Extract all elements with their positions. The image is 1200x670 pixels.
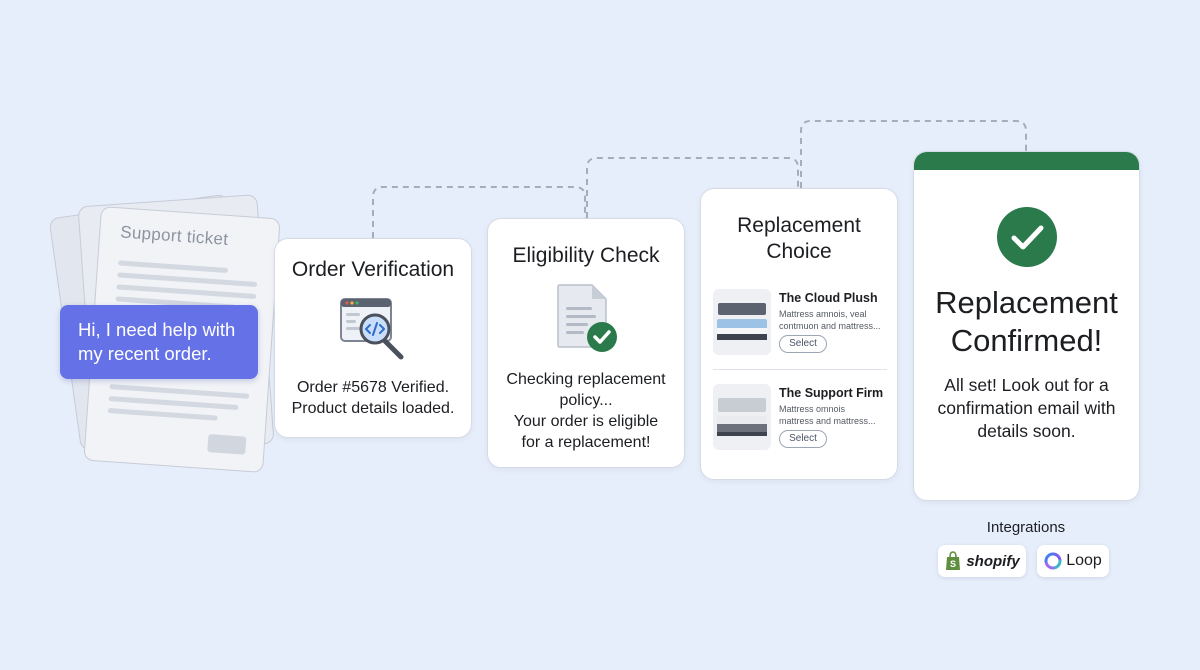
replacement-confirmed-card: Replacement Confirmed! All set! Look out… — [913, 151, 1140, 501]
order-status-line: Product details loaded. — [291, 400, 455, 417]
loop-logo: Loop — [1037, 545, 1109, 577]
loop-wordmark: Loop — [1066, 552, 1102, 569]
order-status-line: Order #5678 Verified. — [296, 379, 450, 396]
select-button[interactable]: Select — [779, 430, 827, 448]
product-description: Mattress amnois, veal — [779, 309, 867, 319]
confirmed-message-line: All set! Look out for a — [944, 375, 1109, 395]
shopify-bag-icon: S — [946, 551, 961, 570]
ticket-title: Support ticket — [119, 222, 229, 249]
eligibility-status-line: for a replacement! — [521, 434, 651, 451]
order-verification-card: Order Verification Order #5678 Verified.… — [274, 238, 472, 438]
eligibility-check-title: Eligibility Check — [512, 244, 660, 267]
product-name: The Cloud Plush — [779, 291, 878, 305]
product-name: The Support Firm — [779, 386, 884, 400]
ticket-line — [118, 260, 229, 274]
code-inspect-icon — [340, 298, 404, 360]
integrations-label: Integrations — [986, 519, 1066, 536]
product-description: mattress and mattress... — [779, 416, 876, 426]
eligibility-status-line: policy... — [559, 392, 613, 409]
ticket-line — [107, 408, 218, 421]
success-check-icon — [997, 207, 1057, 267]
customer-chat-bubble: Hi, I need help with my recent order. — [60, 305, 258, 379]
divider — [713, 369, 887, 370]
document-check-icon — [557, 284, 617, 352]
ticket-stamp — [207, 434, 247, 455]
mattress-image — [713, 289, 771, 355]
loop-icon — [1044, 552, 1062, 570]
select-button[interactable]: Select — [779, 335, 827, 353]
product-option: The Support Firm Mattress omnois mattres… — [713, 384, 887, 454]
eligibility-check-card: Eligibility Check Checking replacement p… — [487, 218, 685, 468]
order-verification-title: Order Verification — [291, 258, 455, 281]
svg-text:S: S — [950, 559, 956, 569]
replacement-choice-card: Replacement Choice The Cloud Plush Mattr… — [700, 188, 898, 480]
replacement-choice-title: Replacement — [737, 214, 861, 237]
success-header-band — [914, 152, 1139, 170]
shopify-logo: S shopify — [938, 545, 1026, 577]
product-option: The Cloud Plush Mattress amnois, veal co… — [713, 289, 887, 359]
eligibility-status-line: Your order is eligible — [513, 413, 659, 430]
confirmed-message-line: confirmation email with — [937, 398, 1116, 418]
confirmed-title: Replacement — [935, 285, 1118, 320]
product-description: Mattress omnois — [779, 404, 846, 414]
confirmed-message-line: details soon. — [977, 421, 1076, 441]
replacement-choice-title: Choice — [766, 240, 832, 263]
product-description: contmuon and mattress... — [779, 321, 881, 331]
eligibility-status-line: Checking replacement — [506, 371, 666, 388]
mattress-image — [713, 384, 771, 450]
shopify-wordmark: shopify — [966, 552, 1020, 570]
confirmed-title: Confirmed! — [950, 323, 1103, 358]
ticket-line — [108, 396, 239, 411]
